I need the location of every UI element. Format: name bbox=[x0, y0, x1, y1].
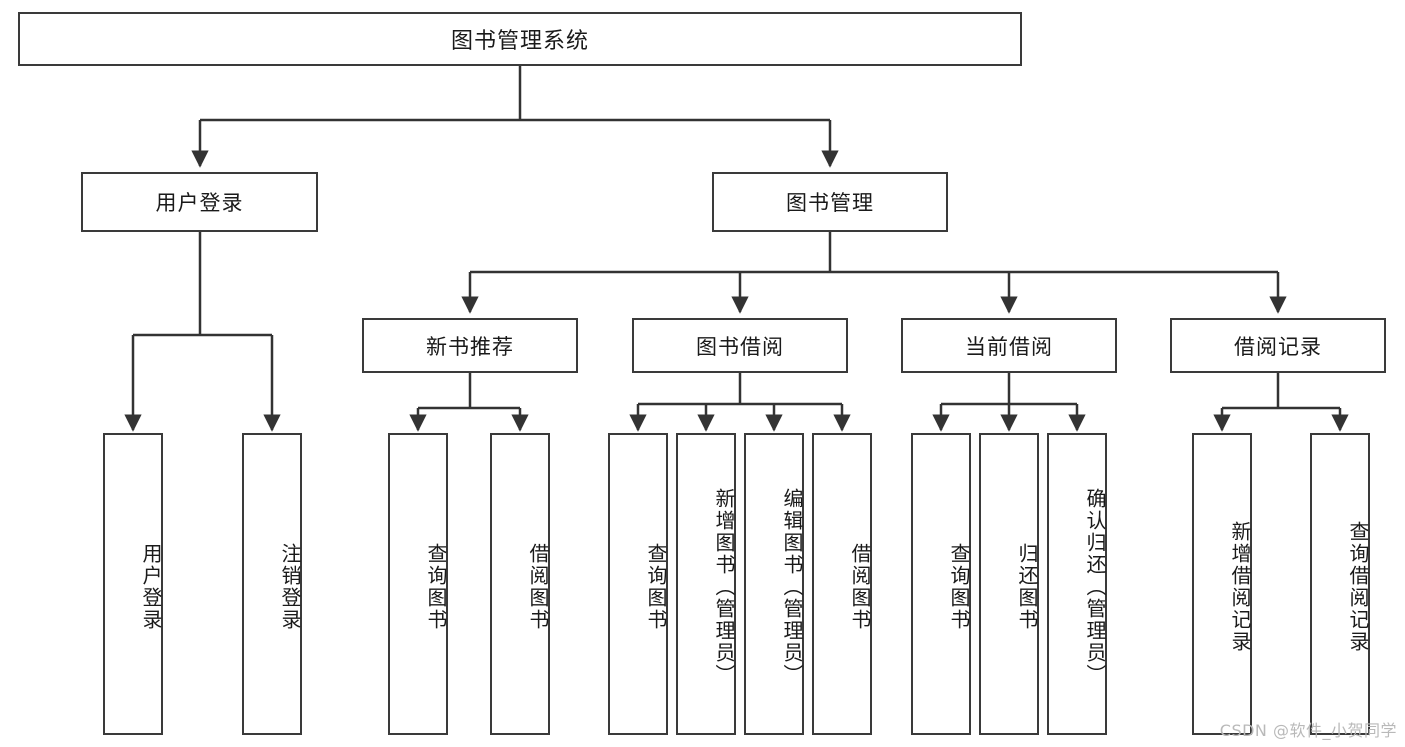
node-book-management[interactable]: 图书管理 bbox=[712, 172, 948, 232]
node-label: 用户登录 bbox=[139, 543, 163, 631]
node-label: 注销登录 bbox=[278, 543, 302, 631]
leaf-logout[interactable]: 注销登录 bbox=[242, 433, 302, 735]
csdn-watermark: CSDN @软件_小贺同学 bbox=[1219, 721, 1397, 740]
node-label: 新增图书（管理员） bbox=[712, 488, 736, 686]
node-new-book-recommendation[interactable]: 新书推荐 bbox=[362, 318, 578, 373]
node-label: 当前借阅 bbox=[965, 334, 1053, 359]
node-label: 借阅图书 bbox=[848, 543, 872, 631]
leaf-current-return-book[interactable]: 归还图书 bbox=[979, 433, 1039, 735]
leaf-borrow-query-book[interactable]: 查询图书 bbox=[608, 433, 668, 735]
node-label: 用户登录 bbox=[155, 191, 244, 215]
leaf-recommend-query-book[interactable]: 查询图书 bbox=[388, 433, 448, 735]
node-label: 查询借阅记录 bbox=[1346, 521, 1370, 653]
node-label: 查询图书 bbox=[644, 543, 668, 631]
leaf-borrow-edit-book-admin[interactable]: 编辑图书（管理员） bbox=[744, 433, 804, 735]
node-root-book-management-system[interactable]: 图书管理系统 bbox=[18, 12, 1022, 66]
node-label: 确认归还（管理员） bbox=[1083, 488, 1107, 686]
node-label: 查询图书 bbox=[947, 543, 971, 631]
node-label: 编辑图书（管理员） bbox=[780, 488, 804, 686]
node-borrow-records[interactable]: 借阅记录 bbox=[1170, 318, 1386, 373]
node-label: 图书管理 bbox=[786, 191, 874, 215]
node-label: 借阅图书 bbox=[526, 543, 550, 631]
node-label: 图书管理系统 bbox=[450, 29, 589, 54]
leaf-borrow-add-book-admin[interactable]: 新增图书（管理员） bbox=[676, 433, 736, 735]
leaf-current-query-book[interactable]: 查询图书 bbox=[911, 433, 971, 735]
leaf-borrow-do-borrow-book[interactable]: 借阅图书 bbox=[812, 433, 872, 735]
node-label: 图书借阅 bbox=[696, 334, 784, 359]
leaf-recommend-borrow-book[interactable]: 借阅图书 bbox=[490, 433, 550, 735]
node-book-borrowing[interactable]: 图书借阅 bbox=[632, 318, 848, 373]
leaf-current-confirm-return-admin[interactable]: 确认归还（管理员） bbox=[1047, 433, 1107, 735]
node-label: 查询图书 bbox=[424, 543, 448, 631]
node-user-login[interactable]: 用户登录 bbox=[81, 172, 318, 232]
node-label: 新书推荐 bbox=[426, 334, 514, 359]
node-label: 归还图书 bbox=[1015, 543, 1039, 631]
node-label: 借阅记录 bbox=[1234, 334, 1322, 359]
leaf-user-login[interactable]: 用户登录 bbox=[103, 433, 163, 735]
node-label: 新增借阅记录 bbox=[1228, 521, 1252, 653]
leaf-record-add-borrow-record[interactable]: 新增借阅记录 bbox=[1192, 433, 1252, 735]
leaf-record-query-borrow-record[interactable]: 查询借阅记录 bbox=[1310, 433, 1370, 735]
node-current-borrowing[interactable]: 当前借阅 bbox=[901, 318, 1117, 373]
